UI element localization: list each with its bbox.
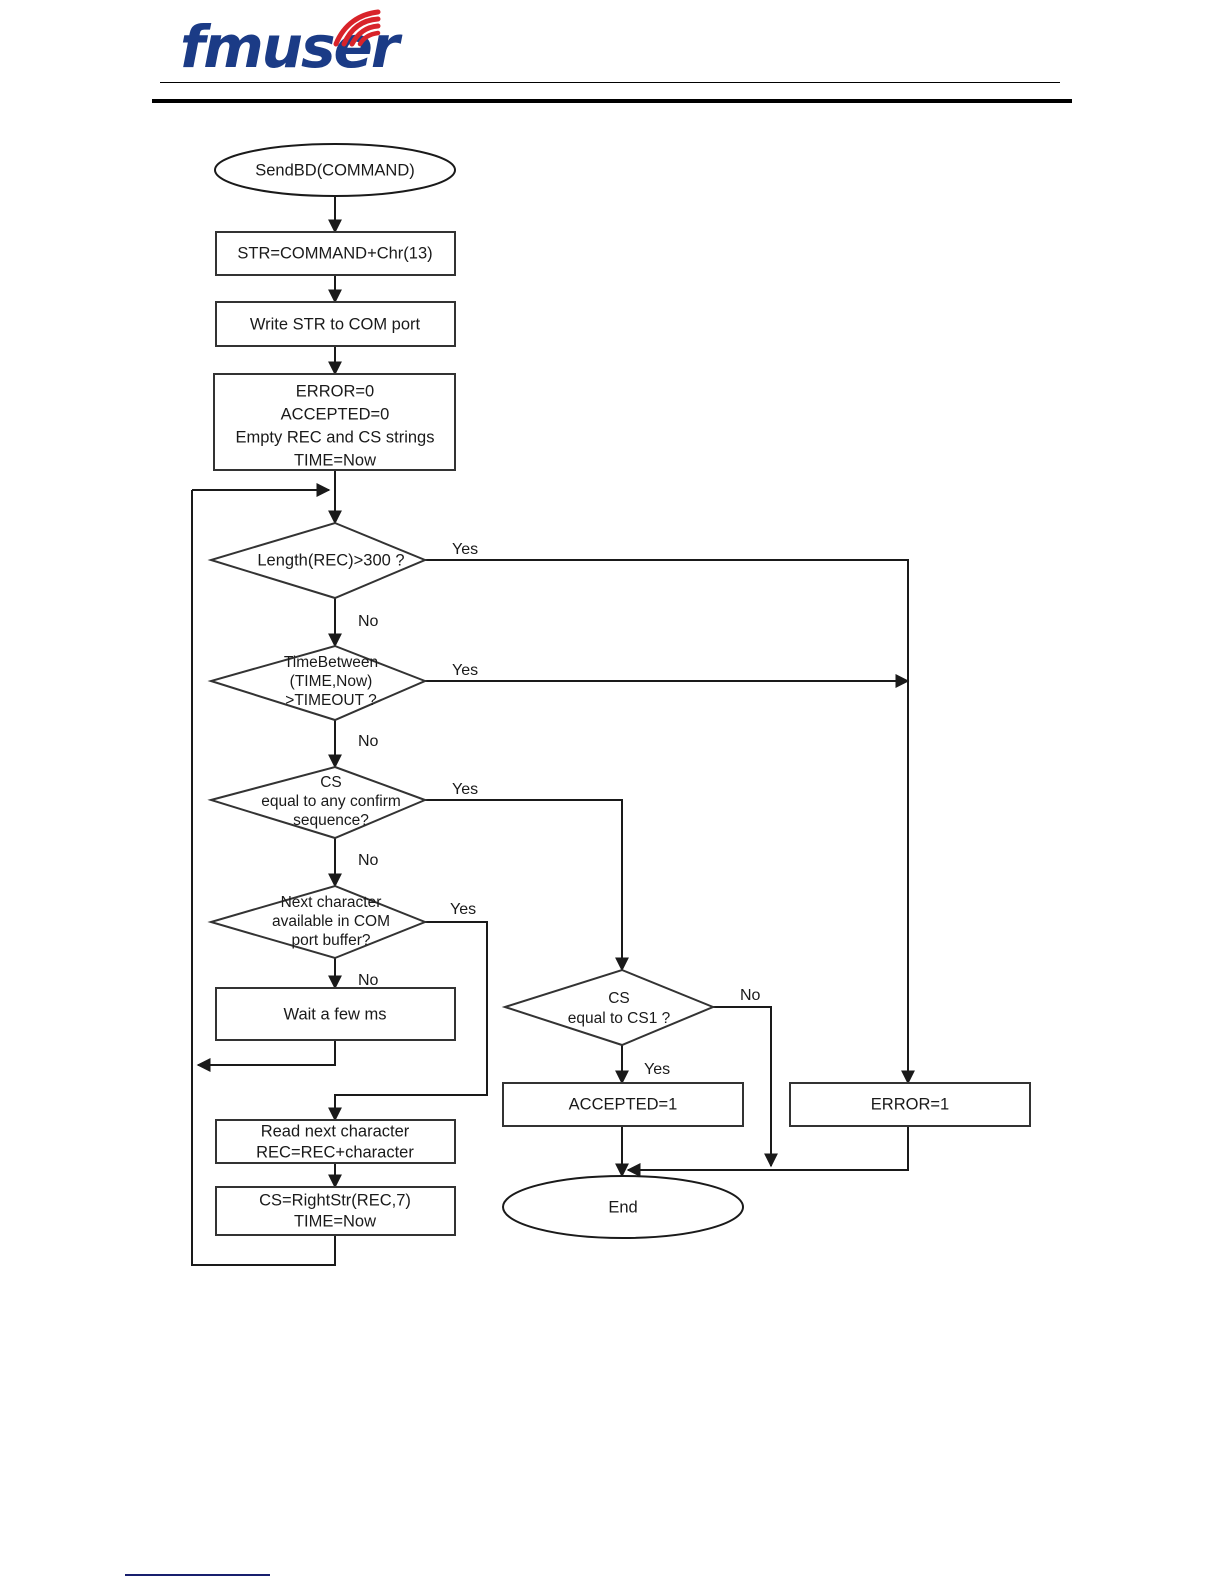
node-read: Read next character REC=REC+character bbox=[215, 1119, 456, 1164]
edge-len-yes-to-error bbox=[425, 559, 915, 1085]
edge-label-timeout-no: No bbox=[358, 733, 379, 750]
node-end: End bbox=[502, 1175, 744, 1239]
edge-wait-to-loop bbox=[196, 1040, 336, 1072]
node-nextchar-line2: available in COM bbox=[272, 913, 390, 930]
node-error-label: ERROR=1 bbox=[871, 1095, 949, 1113]
node-wait-label: Wait a few ms bbox=[284, 1005, 387, 1023]
node-confirm-line2: equal to any confirm bbox=[261, 793, 401, 810]
node-rightstr: CS=RightStr(REC,7) TIME=Now bbox=[215, 1186, 456, 1236]
node-init-line2: ACCEPTED=0 bbox=[281, 405, 390, 423]
node-timeout-line1: TimeBetween bbox=[284, 654, 378, 671]
node-cs1-line1: CS bbox=[608, 990, 630, 1007]
node-confirm-line1: CS bbox=[320, 774, 342, 791]
node-timeout-line3: >TIMEOUT ? bbox=[285, 692, 377, 709]
node-init-line1: ERROR=0 bbox=[296, 382, 374, 400]
flowchart: SendBD(COMMAND) STR=COMMAND+Chr(13) Writ… bbox=[0, 130, 1224, 1310]
node-accepted: ACCEPTED=1 bbox=[502, 1082, 744, 1127]
flowchart-svg: SendBD(COMMAND) STR=COMMAND+Chr(13) Writ… bbox=[191, 143, 1031, 1266]
node-nextchar-line3: port buffer? bbox=[292, 932, 371, 949]
node-cs1-line2: equal to CS1 ? bbox=[568, 1010, 671, 1027]
edge-label-cs1-no: No bbox=[740, 987, 761, 1004]
signal-arcs-icon bbox=[333, 9, 381, 47]
edge-error-to-end bbox=[626, 1126, 909, 1177]
page-header: fmuser bbox=[0, 0, 1224, 110]
node-nextchar-decision: Next character available in COM port buf… bbox=[207, 884, 428, 960]
node-init-line4: TIME=Now bbox=[294, 451, 376, 469]
edge-label-nextchar-no: No bbox=[358, 972, 379, 989]
connector-layer bbox=[191, 194, 915, 1266]
node-end-label: End bbox=[608, 1198, 637, 1216]
node-start: SendBD(COMMAND) bbox=[214, 143, 456, 197]
fmuser-logo: fmuser bbox=[180, 8, 410, 82]
edge-label-confirm-yes: Yes bbox=[452, 781, 478, 798]
node-timeout-decision: TimeBetween (TIME,Now) >TIMEOUT ? bbox=[207, 644, 428, 722]
edge-nextchar-yes-to-read bbox=[328, 921, 488, 1122]
edge-label-len-no: No bbox=[358, 613, 379, 630]
node-confirm-line3: sequence? bbox=[293, 812, 369, 829]
edge-confirm-yes-to-cs1 bbox=[425, 799, 629, 972]
edge-label-cs1-yes: Yes bbox=[644, 1061, 670, 1078]
edge-label-len-yes: Yes bbox=[452, 541, 478, 558]
node-rightstr-line2: TIME=Now bbox=[294, 1212, 376, 1230]
node-write: Write STR to COM port bbox=[215, 301, 456, 347]
node-error: ERROR=1 bbox=[789, 1082, 1031, 1127]
node-rightstr-line1: CS=RightStr(REC,7) bbox=[259, 1191, 411, 1209]
node-read-line2: REC=REC+character bbox=[256, 1143, 414, 1161]
node-nextchar-line1: Next character bbox=[281, 894, 382, 911]
node-timeout-line2: (TIME,Now) bbox=[290, 673, 373, 690]
node-read-line1: Read next character bbox=[261, 1122, 410, 1140]
edge-rightstr-to-loop bbox=[191, 490, 336, 1266]
node-str-label: STR=COMMAND+Chr(13) bbox=[237, 244, 432, 262]
node-cs1-decision: CS equal to CS1 ? bbox=[501, 968, 716, 1047]
node-accepted-label: ACCEPTED=1 bbox=[569, 1095, 678, 1113]
header-rule-thick bbox=[152, 99, 1072, 103]
node-str: STR=COMMAND+Chr(13) bbox=[215, 231, 456, 276]
header-rule-thin bbox=[160, 82, 1060, 83]
edge-cs1-no-to-end bbox=[713, 1006, 778, 1168]
edge-label-nextchar-yes: Yes bbox=[450, 901, 476, 918]
node-init: ERROR=0 ACCEPTED=0 Empty REC and CS stri… bbox=[213, 373, 456, 471]
node-start-label: SendBD(COMMAND) bbox=[255, 161, 415, 179]
node-len-decision: Length(REC)>300 ? bbox=[207, 521, 428, 600]
node-confirm-decision: CS equal to any confirm sequence? bbox=[207, 765, 428, 840]
node-init-line3: Empty REC and CS strings bbox=[236, 428, 435, 446]
footer-rule bbox=[125, 1574, 270, 1576]
edge-label-timeout-yes: Yes bbox=[452, 662, 478, 679]
node-wait: Wait a few ms bbox=[215, 987, 456, 1041]
edge-label-confirm-no: No bbox=[358, 852, 379, 869]
node-write-label: Write STR to COM port bbox=[250, 315, 421, 333]
node-len-label: Length(REC)>300 ? bbox=[257, 551, 404, 569]
